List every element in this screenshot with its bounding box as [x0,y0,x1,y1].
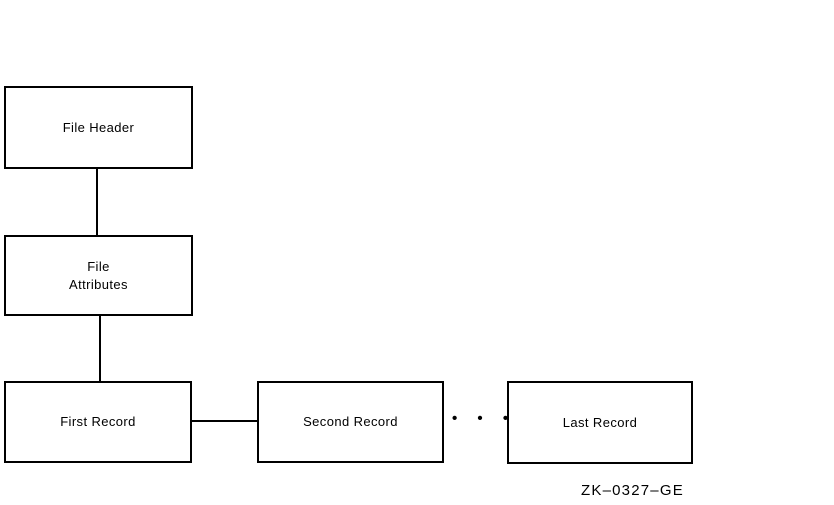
ellipsis-dots: • • • [452,410,517,427]
connector-file-attributes-to-first-record [99,314,101,383]
figure-caption: ZK–0327–GE [581,482,684,499]
connector-first-record-to-second-record [190,420,259,422]
box-file-header: File Header [4,86,193,169]
box-last-record: Last Record [507,381,693,464]
box-file-attributes: File Attributes [4,235,193,316]
connector-file-header-to-file-attributes [96,167,98,237]
box-first-record: First Record [4,381,192,463]
box-second-record: Second Record [257,381,444,463]
